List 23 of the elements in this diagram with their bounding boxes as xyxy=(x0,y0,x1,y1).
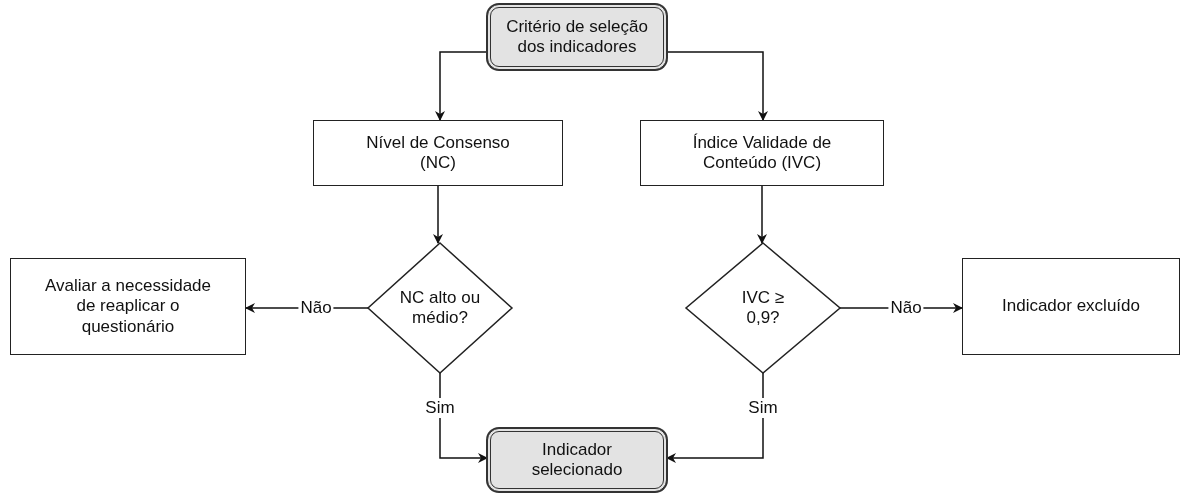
node-text: IVC ≥ 0,9? xyxy=(740,287,786,329)
arrow xyxy=(666,51,768,121)
node-text: Nível de Consenso (NC) xyxy=(365,132,511,174)
node-text: Índice Validade de Conteúdo (IVC) xyxy=(691,132,833,174)
node-text: Indicador selecionado xyxy=(530,439,624,481)
terminal-box xyxy=(487,428,667,492)
process-box xyxy=(640,120,884,186)
process-box xyxy=(962,258,1180,355)
arrow xyxy=(666,372,764,463)
node-text: NC alto ou médio? xyxy=(398,287,482,329)
process-box xyxy=(313,120,563,186)
terminal-box xyxy=(487,4,667,70)
arrow xyxy=(433,185,443,244)
node-text: Indicador excluído xyxy=(1002,296,1140,317)
edge-label: Sim xyxy=(423,398,457,418)
decision-diamond xyxy=(368,243,512,373)
node-text: Avaliar a necessidade de reaplicar o questionário xyxy=(44,275,212,338)
arrow xyxy=(757,185,767,244)
decision-diamond xyxy=(686,243,840,373)
edge-label: Sim xyxy=(746,398,780,418)
arrow xyxy=(435,51,488,121)
node-text: Critério de seleção dos indicadores xyxy=(505,16,649,58)
process-box xyxy=(10,258,246,355)
